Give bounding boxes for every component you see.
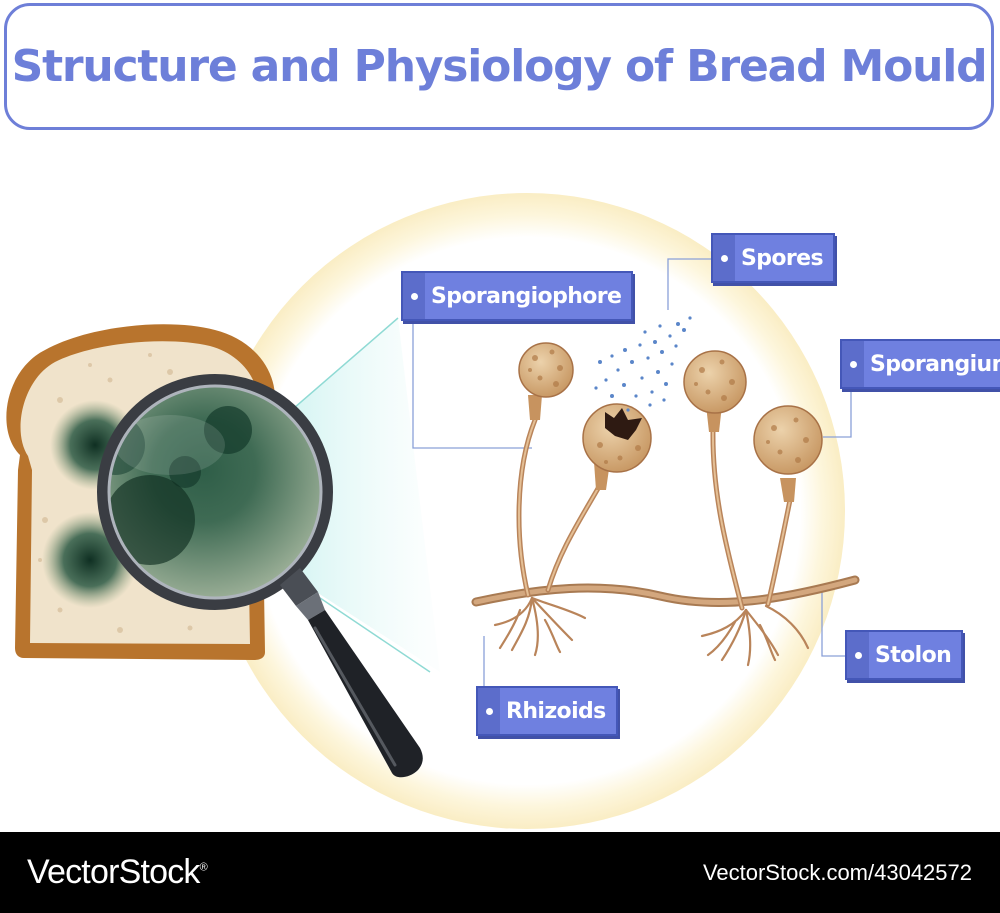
registered-mark: ®: [199, 861, 208, 874]
rhizoid-cluster: [493, 596, 810, 667]
released-spores: [594, 316, 692, 412]
watermark-brand: VectorStock®: [27, 853, 208, 892]
bullet-icon: [403, 273, 425, 319]
mould-structure: [471, 316, 860, 667]
bullet-icon: [478, 688, 500, 734]
bullet-icon: [842, 341, 864, 387]
sporangium-4: [753, 405, 823, 502]
label-rhizoids: Rhizoids: [476, 686, 618, 736]
watermark-image-id: VectorStock.com/43042572: [702, 859, 972, 885]
watermark-bar: VectorStock® VectorStock.com/43042572: [0, 832, 1000, 913]
page-title: Structure and Physiology of Bread Mould: [11, 41, 988, 92]
bullet-icon: [847, 632, 869, 678]
label-sporangiophore-text: Sporangiophore: [431, 283, 622, 309]
label-stolon-text: Stolon: [875, 642, 952, 668]
sporangium-1: [518, 342, 574, 420]
label-sporangium: Sporangium: [840, 339, 1000, 389]
bullet-icon: [713, 235, 735, 281]
sporangium-3: [683, 350, 747, 432]
label-spores-text: Spores: [741, 245, 824, 271]
sporangium-2-bursting: [582, 403, 652, 490]
magnifying-glass-icon: [97, 374, 423, 778]
illustration: [6, 193, 860, 829]
title-box: Structure and Physiology of Bread Mould: [4, 3, 994, 130]
label-sporangium-text: Sporangium: [870, 351, 1000, 377]
watermark-brand-name: VectorStock: [27, 853, 200, 891]
label-stolon: Stolon: [845, 630, 964, 680]
label-spores: Spores: [711, 233, 835, 283]
label-rhizoids-text: Rhizoids: [506, 698, 606, 724]
label-sporangiophore: Sporangiophore: [401, 271, 634, 321]
